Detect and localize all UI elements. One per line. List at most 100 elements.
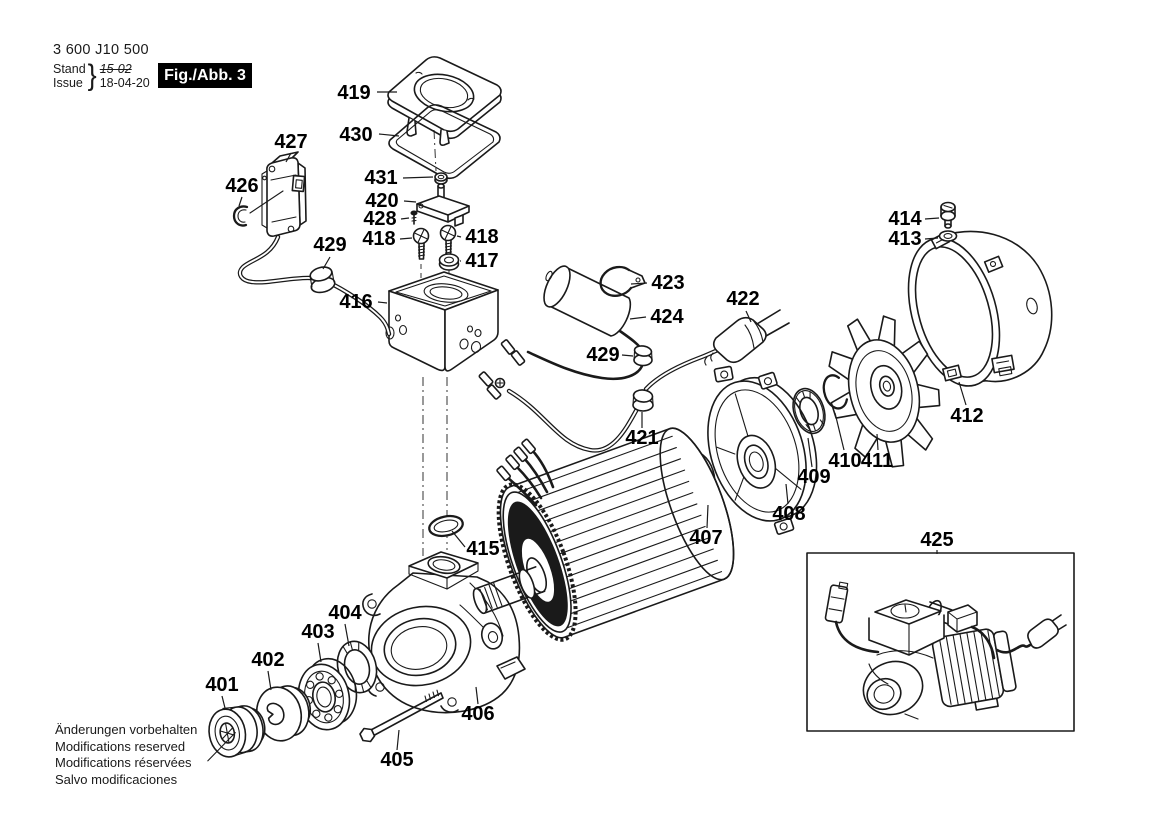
- part-label-420: 420: [365, 190, 398, 212]
- part-drawing-422-plug: [704, 309, 790, 366]
- leader-431: [402, 176, 434, 179]
- part-label-417: 417: [465, 250, 498, 272]
- note-fr: Modifications réservées: [55, 755, 192, 770]
- issue-label: Issue: [53, 75, 83, 90]
- part-drawing-armature: [472, 427, 735, 642]
- leader-430: [378, 133, 400, 137]
- leader-423: [630, 282, 648, 285]
- part-label-401: 401: [205, 674, 238, 696]
- catalog-number: 3 600 J10 500: [53, 42, 149, 58]
- leader-408: [785, 483, 789, 505]
- part-drawing-429a-grommet: [309, 266, 336, 294]
- part-label-415: 415: [466, 538, 499, 560]
- part-drawing-416-terminal-box: [385, 271, 499, 372]
- part-label-403: 403: [301, 621, 334, 643]
- part-label-407: 407: [689, 527, 722, 549]
- part-drawing-424-capacitor: [543, 265, 645, 354]
- leader-424: [629, 316, 647, 320]
- part-label-427: 427: [274, 131, 307, 153]
- note-es: Salvo modificaciones: [55, 771, 178, 787]
- part-drawing-414-screw: [940, 201, 956, 229]
- leader-412: [958, 381, 967, 406]
- part-label-418b: 418: [465, 226, 498, 248]
- brace-glyph: }: [87, 58, 97, 92]
- part-drawing-410-circlip: [822, 374, 849, 410]
- issue-row: Stand Issue } 15-02 18-04-20: [53, 58, 150, 92]
- part-drawing-405-bolt: [359, 689, 444, 743]
- part-drawing-402-seal-disc: [255, 685, 312, 742]
- leader-402: [267, 670, 272, 691]
- part-label-428: 428: [363, 208, 396, 230]
- leader-428: [400, 217, 410, 220]
- part-label-410: 410: [828, 450, 861, 472]
- part-label-405: 405: [380, 749, 413, 771]
- leader-415: [451, 530, 466, 548]
- leader-411: [876, 433, 879, 451]
- part-label-422: 422: [726, 288, 759, 310]
- part-drawing-426-clip: [232, 190, 284, 227]
- leader-429a: [322, 256, 331, 270]
- part-drawing-401-coupling: [207, 705, 266, 762]
- part-label-413: 413: [888, 228, 921, 250]
- leader-407: [706, 504, 709, 529]
- part-label-416: 416: [339, 291, 372, 313]
- leader-427: [285, 152, 292, 163]
- footer-notes: Änderungen vorbehalten Modifications res…: [55, 722, 197, 788]
- leader-410: [834, 412, 845, 451]
- part-label-419: 419: [337, 82, 370, 104]
- part-label-414: 414: [888, 208, 922, 230]
- leader-404: [344, 623, 350, 647]
- leader-429b: [621, 354, 634, 357]
- part-drawing-413-washer: [938, 230, 958, 242]
- inset-motor: [931, 628, 1017, 711]
- part-label-431: 431: [364, 167, 397, 189]
- part-label-418a: 418: [362, 228, 395, 250]
- part-drawing-406-pump-housing: [362, 551, 526, 714]
- leader-414: [924, 217, 940, 220]
- header-block: 3 600 J10 500 Stand Issue } 15-02 18-04-…: [53, 42, 150, 91]
- part-label-424: 424: [650, 306, 684, 328]
- part-label-426: 426: [225, 175, 258, 197]
- inset-425-assembled-pump: [806, 552, 1075, 732]
- leader-403: [317, 642, 322, 663]
- part-drawing-412-fan-cover: [907, 230, 1053, 387]
- figure-label-box: Fig./Abb. 3: [158, 63, 252, 88]
- part-label-429b: 429: [586, 344, 619, 366]
- part-drawing-404-seal-ring: [336, 640, 378, 694]
- note-de: Änderungen vorbehalten: [55, 722, 198, 737]
- part-drawing-418b-screw: [439, 224, 457, 256]
- part-drawing-409-seal: [792, 387, 826, 435]
- leader-416: [377, 301, 388, 304]
- part-label-411: 411: [861, 450, 893, 472]
- part-drawing-411-fan: [828, 315, 941, 468]
- part-label-430: 430: [339, 124, 372, 146]
- leader-418b: [456, 235, 462, 238]
- part-label-412: 412: [950, 405, 983, 427]
- part-label-425: 425: [920, 529, 953, 551]
- part-drawing-421-grommet: [632, 389, 654, 412]
- part-label-406: 406: [461, 703, 494, 725]
- note-en: Modifications reserved: [55, 738, 186, 754]
- part-drawing-408-bearing-plate: [707, 365, 818, 535]
- leader-409: [807, 437, 813, 468]
- leader-426: [238, 196, 243, 207]
- leader-418a: [399, 237, 413, 240]
- stand-label: Stand: [53, 61, 86, 76]
- part-drawing-403-bearing: [297, 657, 358, 731]
- part-label-402: 402: [251, 649, 284, 671]
- part-labels: 419 430 427 426 431 420 428 418 418 417 …: [205, 82, 983, 771]
- part-drawing-415-o-ring: [428, 514, 464, 538]
- part-label-408: 408: [772, 503, 805, 525]
- part-drawing-427-switch: [261, 151, 307, 237]
- part-drawing-420-bracket: [416, 183, 470, 227]
- part-drawing-417-nut: [438, 253, 460, 271]
- part-drawing-418a-screw: [412, 227, 430, 260]
- part-drawing-430-gasket: [388, 104, 501, 180]
- part-drawing-431-nut: [434, 172, 448, 185]
- leader-422: [745, 310, 752, 323]
- part-drawing-428-screw: [410, 210, 418, 225]
- leader-413: [924, 237, 939, 240]
- leader-401: [221, 695, 226, 709]
